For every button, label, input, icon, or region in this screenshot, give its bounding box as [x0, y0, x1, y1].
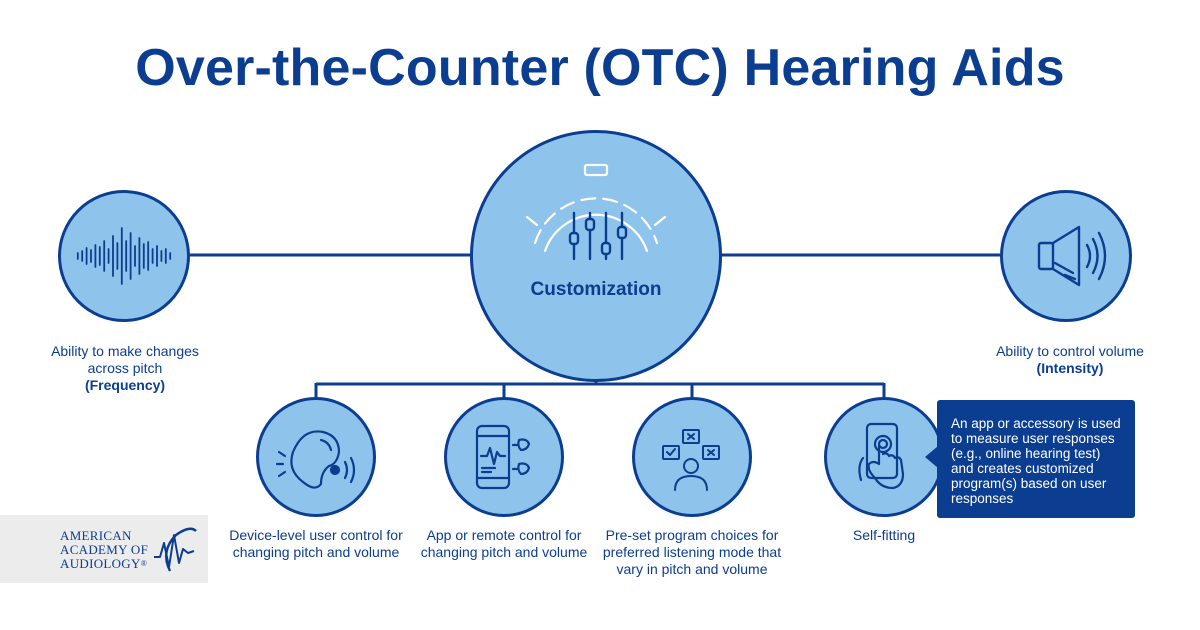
- self-fitting-callout: An app or accessory is used to measure u…: [937, 400, 1135, 518]
- frequency-label: Ability to make changes across pitch (Fr…: [51, 343, 199, 393]
- customization-label: Customization: [530, 279, 662, 300]
- phone-app-icon: [475, 424, 531, 490]
- preset-program-label: Pre-set program choices for preferred li…: [602, 527, 782, 577]
- aaa-logo: AMERICAN ACADEMY OF AUDIOLOGY®: [0, 515, 208, 583]
- self-fitting-label: Self-fitting: [852, 527, 916, 543]
- logo-text: AMERICAN ACADEMY OF AUDIOLOGY®: [60, 528, 149, 571]
- volume-circle: [1000, 190, 1132, 322]
- sound-wave-icon: [76, 227, 172, 285]
- volume-label: Ability to control volume (Intensity): [996, 343, 1144, 376]
- hearing-aid-icon: [275, 430, 356, 489]
- app-control-label: App or remote control for changing pitch…: [420, 527, 588, 560]
- speaker-volume-icon: [1037, 225, 1107, 287]
- customization-circle: Customization: [470, 130, 722, 382]
- app-control-circle: [444, 397, 564, 517]
- sliders-gear-icon: [525, 163, 667, 261]
- page-title: Over-the-Counter (OTC) Hearing Aids: [135, 39, 1065, 97]
- preset-program-circle: [632, 397, 752, 517]
- logo-wave-icon: [154, 527, 197, 572]
- self-fitting-circle: [824, 397, 944, 517]
- frequency-circle: [58, 190, 190, 322]
- device-control-label: Device-level user control for changing p…: [229, 527, 403, 560]
- callout-pointer: [925, 446, 938, 468]
- person-choices-icon: [662, 429, 720, 491]
- touch-phone-icon: [858, 422, 905, 490]
- device-control-circle: [256, 397, 376, 517]
